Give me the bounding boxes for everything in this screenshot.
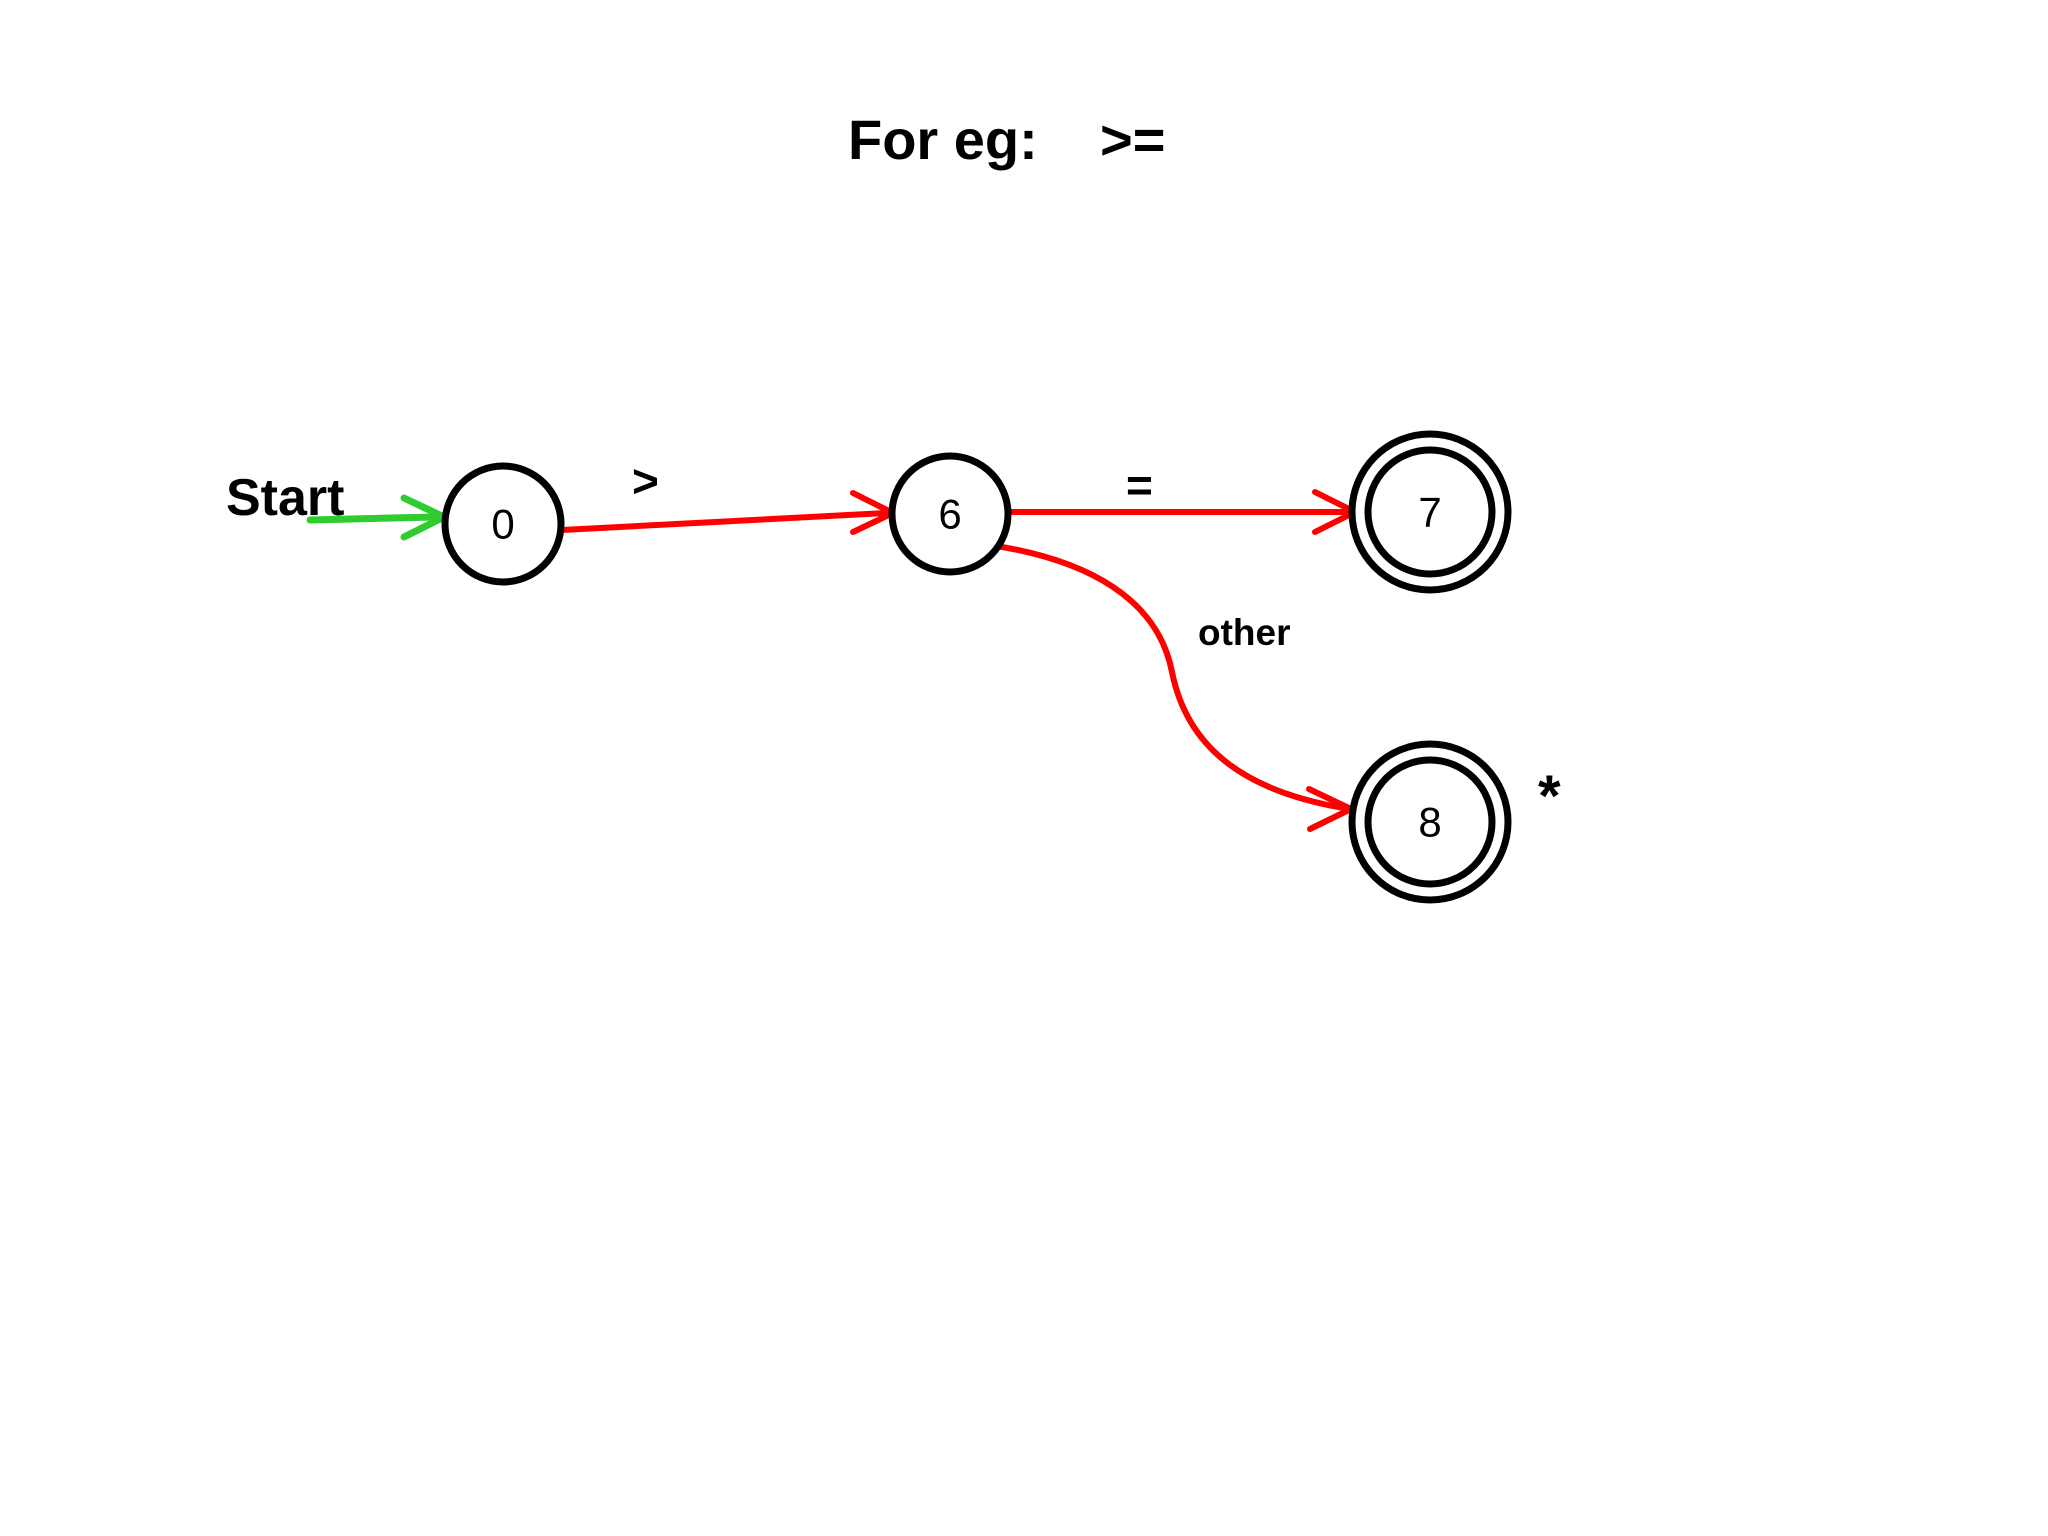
state-node-6[interactable]: 6 — [888, 452, 1012, 576]
transition-label-greater-than: > — [632, 455, 659, 507]
state-6-label: 6 — [938, 491, 961, 538]
state-7-label: 7 — [1418, 489, 1441, 536]
state-0-label: 0 — [491, 501, 514, 548]
state-8-inner-circle[interactable] — [1364, 756, 1496, 888]
transition-label-other: other — [1198, 612, 1291, 653]
state-8-label: 8 — [1418, 799, 1441, 846]
edge-0-to-6 — [559, 490, 900, 535]
edge-6-to-8 — [987, 542, 1358, 832]
edge-6-to-8-curve — [987, 542, 1347, 811]
edge-0-to-6-line — [559, 510, 889, 533]
state-6-circle[interactable] — [888, 452, 1012, 576]
state-node-8[interactable]: 8 — [1348, 740, 1512, 904]
edge-6-to-8-arrowhead — [1306, 786, 1358, 832]
edge-start-to-0 — [306, 494, 452, 541]
state-7-inner-circle[interactable] — [1364, 446, 1496, 578]
state-0-circle[interactable] — [441, 462, 565, 586]
page-title: For eg: >= — [848, 108, 1166, 171]
state-node-0[interactable]: 0 — [441, 462, 565, 586]
edge-start-to-0-line — [306, 513, 440, 524]
transition-label-equals: = — [1126, 459, 1153, 511]
edge-6-to-7 — [1005, 489, 1362, 535]
state-node-7[interactable]: 7 — [1348, 430, 1512, 594]
accepting-marker-asterisk: * — [1538, 764, 1561, 829]
